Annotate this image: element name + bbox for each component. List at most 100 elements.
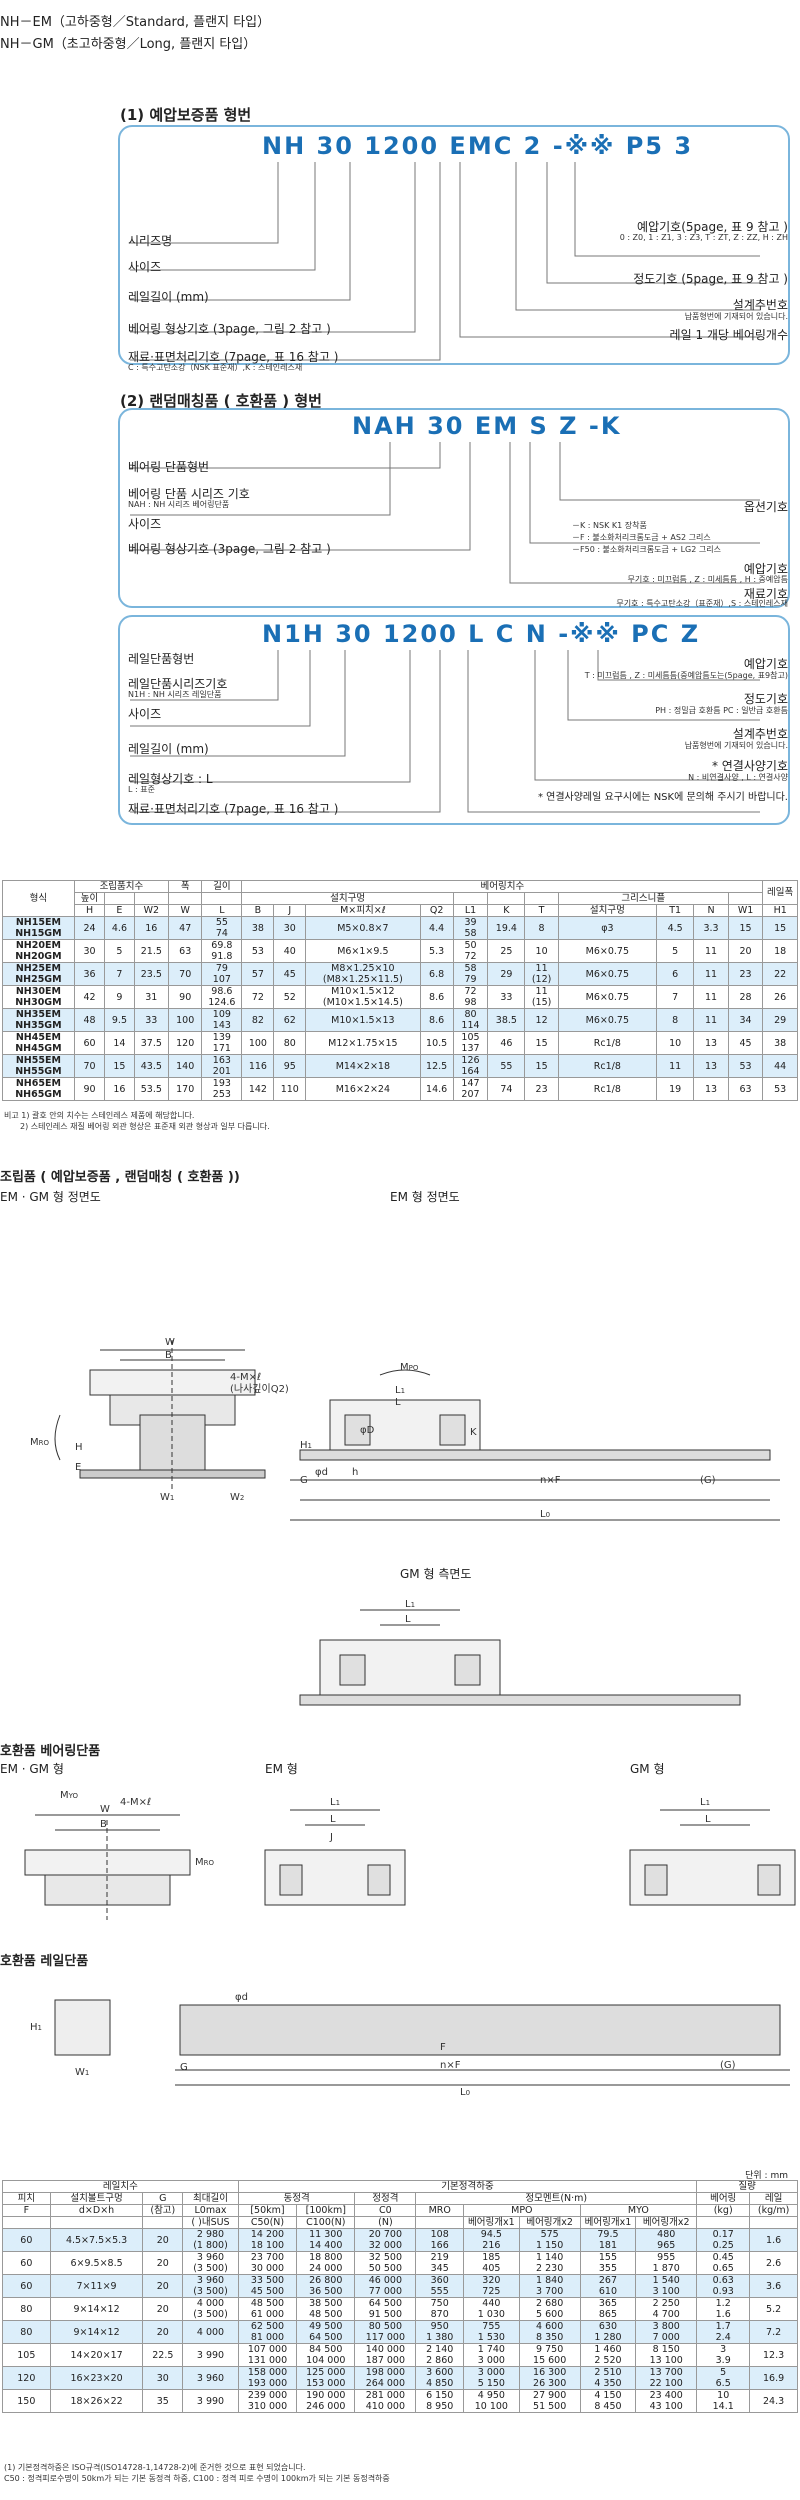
s2b2-shape-note: L : 표준 <box>128 785 155 794</box>
svg-text:(G): (G) <box>700 1475 716 1486</box>
spec-cell: 10 <box>524 939 559 963</box>
s2b2-label-shape: 레일형상기호 : L <box>128 772 213 786</box>
load-cell: 60 <box>2 2228 51 2252</box>
s2b2-label-material: 재료·표면처리기호 (7page, 표 16 참고 ) <box>128 802 339 816</box>
figure-sub-bearing-gm: GM 형 <box>630 1762 665 1776</box>
s2b1-opt-note-1: －K : NSK K1 장착품 <box>572 521 647 530</box>
spec-cell: 139 171 <box>201 1031 243 1055</box>
load-cell: 3 960 (3 500) <box>182 2251 239 2275</box>
load-cell: 3 800 7 000 <box>635 2320 698 2344</box>
load-cell: 80 <box>2 2297 51 2321</box>
load-cell: 360 555 <box>415 2274 465 2298</box>
spec-h-rail-width: 레일폭 <box>762 880 798 905</box>
spec-cell: 48 <box>73 1008 106 1032</box>
svg-text:MPO: MPO <box>400 1362 419 1373</box>
spec-sub-B: B <box>241 904 275 917</box>
load-header-row-1: 레일치수 기본정격하중 질량 <box>2 2180 798 2193</box>
load-cell: 1 540 3 100 <box>635 2274 698 2298</box>
spec-cell: 82 <box>241 1008 275 1032</box>
load-cell: 365 865 <box>579 2297 637 2321</box>
figure-title-assembly: 조립품 ( 예압보증품 , 랜덤매칭 ( 호환품 )) <box>0 1170 240 1185</box>
spec-sub-N: N <box>693 904 729 917</box>
spec-cell: 72 98 <box>452 985 489 1009</box>
spec-cell: 5.3 <box>419 939 454 963</box>
spec-cell: 10 <box>656 1031 695 1055</box>
spec-cell: 11 <box>693 939 729 963</box>
load-cell: 4 000 <box>182 2320 239 2344</box>
spec-cell: M6×0.75 <box>557 939 658 963</box>
load-s-mpo-1: 베어링개x1 <box>463 2216 520 2229</box>
load-cell: 2 980 (1 800) <box>182 2228 239 2252</box>
load-s-C50: C50(N) <box>237 2216 298 2229</box>
figure-sub-gm-side: GM 형 측면도 <box>400 1567 472 1581</box>
spec-cell: φ3 <box>557 916 658 940</box>
spec-cell: 11 <box>656 1054 695 1078</box>
load-s-F: F <box>2 2204 51 2217</box>
load-cell: 33 500 45 500 <box>237 2274 298 2298</box>
s2b2-label-rail-model: 레일단품형번 <box>128 652 195 666</box>
load-cell: 20 <box>142 2297 184 2321</box>
spec-sub-W1: W1 <box>727 904 764 917</box>
spec-cell: 4.6 <box>104 916 135 940</box>
load-cell: 198 000 264 000 <box>354 2366 417 2390</box>
load-cell: 13 700 22 100 <box>635 2366 698 2390</box>
spec-sub-M: M×피치×ℓ <box>305 904 421 917</box>
load-cell: 1 460 2 520 <box>579 2343 637 2367</box>
spec-cell: 9 <box>104 985 135 1009</box>
spec-sub-hole: 설치구멍 <box>557 904 658 917</box>
spec-h-width: 폭 <box>168 880 203 893</box>
load-cell: 8 150 13 100 <box>635 2343 698 2367</box>
svg-text:4-M×ℓ: 4-M×ℓ <box>120 1797 151 1808</box>
spec-h-assembly: 조립품치수 <box>73 880 170 893</box>
load-cell: 140 000 187 000 <box>354 2343 417 2367</box>
s2b1-opt-note-3: －F50 : 불소화처리크롬도금 + LG2 그리스 <box>572 545 721 554</box>
load-h-bolt: 설치볼트구멍 <box>49 2192 144 2205</box>
spec-cell-model: NH20EM NH20GM <box>2 939 75 963</box>
load-s-kg: (kg) <box>696 2204 751 2217</box>
figure-sub-em-front: EM 형 정면도 <box>390 1190 460 1204</box>
figure-sub-em-gm-front: EM · GM 형 정면도 <box>0 1190 101 1204</box>
load-header-row-4: ( )내SUS C50(N) C100(N) (N) 베어링개x1 베어링개x2… <box>2 2216 798 2229</box>
spec-cell: 53 <box>241 939 275 963</box>
s2b1-material-note: 무기호 : 특수고탄소강（표준재）,S : 스테인레스재 <box>616 599 788 608</box>
load-cell: 3 960 (3 500) <box>182 2274 239 2298</box>
svg-text:MRO: MRO <box>30 1437 50 1448</box>
load-cell: 2 680 5 600 <box>518 2297 581 2321</box>
load-h-railmass: 레일 <box>749 2192 798 2205</box>
spec-cell: 79 107 <box>201 962 243 986</box>
bearing-unit-drawings: W B MYO MRO 4-M×ℓ L1 L J L1 L <box>24 1790 796 1920</box>
s2b1-preload-note: 무기호 : 미끄럼틈 , Z : 미세틈틈 , H : 중예압틈 <box>627 575 789 584</box>
spec-cell: M6×0.75 <box>557 962 658 986</box>
load-cell: 5 6.5 <box>696 2366 751 2390</box>
load-cell: 0.63 0.93 <box>696 2274 751 2298</box>
spec-cell-model: NH25EM NH25GM <box>2 962 75 986</box>
svg-text:(나사깊이Q2): (나사깊이Q2) <box>230 1383 289 1395</box>
svg-text:F: F <box>440 2042 446 2053</box>
load-s-50km: [50km] <box>237 2204 298 2217</box>
spec-header-row-1: 형식 조립품치수 폭 길이 베어링치수 레일폭 <box>2 880 798 917</box>
spec-cell: 53 <box>762 1077 798 1101</box>
s2b2-accuracy-note: PH : 정밀급 호환틈 PC : 일반급 호환틈 <box>655 706 788 715</box>
load-s-N: (N) <box>354 2216 417 2229</box>
load-cell: 48 500 61 000 <box>237 2297 298 2321</box>
load-cell: 120 <box>2 2366 51 2390</box>
spec-cell: 15 <box>104 1054 135 1078</box>
spec-cell: 142 <box>241 1077 275 1101</box>
spec-sub-J: J <box>273 904 307 917</box>
spec-sub-L1: L1 <box>452 904 489 917</box>
spec-cell: 90 <box>73 1077 106 1101</box>
load-cell: 60 <box>2 2274 51 2298</box>
spec-cell: 47 <box>168 916 203 940</box>
load-cell: 105 <box>2 2343 51 2367</box>
load-cell: 80 <box>2 2320 51 2344</box>
load-cell: 125 000 153 000 <box>296 2366 356 2390</box>
load-cell: 80 500 117 000 <box>354 2320 417 2344</box>
spec-cell: M12×1.75×15 <box>305 1031 421 1055</box>
load-s-kgm: (kg/m) <box>749 2204 798 2217</box>
load-s-MYO: MYO <box>579 2204 698 2217</box>
s1-label-design: 설계추번호 <box>732 298 788 312</box>
spec-cell: 105 137 <box>452 1031 489 1055</box>
